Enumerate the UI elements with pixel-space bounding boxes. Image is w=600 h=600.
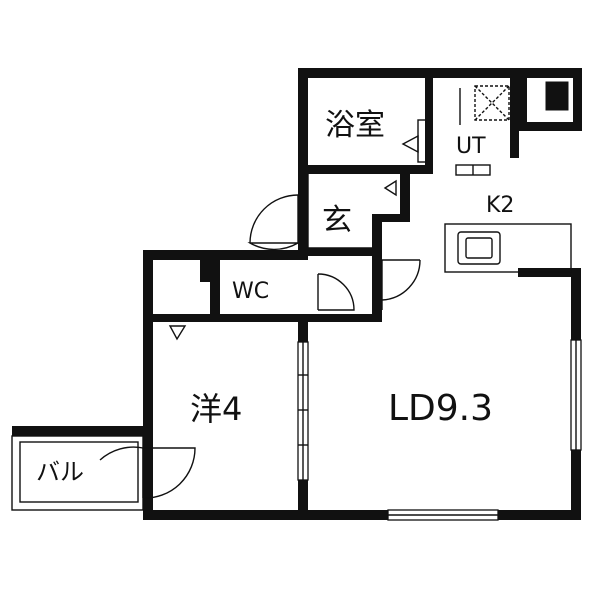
room-label-toilet: WC (232, 279, 269, 304)
room-label-living-dining: LD9.3 (388, 388, 493, 429)
room-labels: 浴室 UT 玄 K2 WC 洋4 LD9.3 バル (36, 108, 514, 486)
doors (99, 119, 427, 499)
room-label-balcony: バル (36, 458, 84, 486)
room-label-western-room: 洋4 (190, 390, 242, 428)
room-label-entrance: 玄 (322, 203, 352, 238)
room-label-kitchen: K2 (486, 193, 514, 218)
fixtures (11, 85, 582, 521)
room-label-bath: 浴室 (325, 108, 385, 143)
walls (12, 68, 582, 520)
room-label-utility: UT (456, 134, 486, 159)
